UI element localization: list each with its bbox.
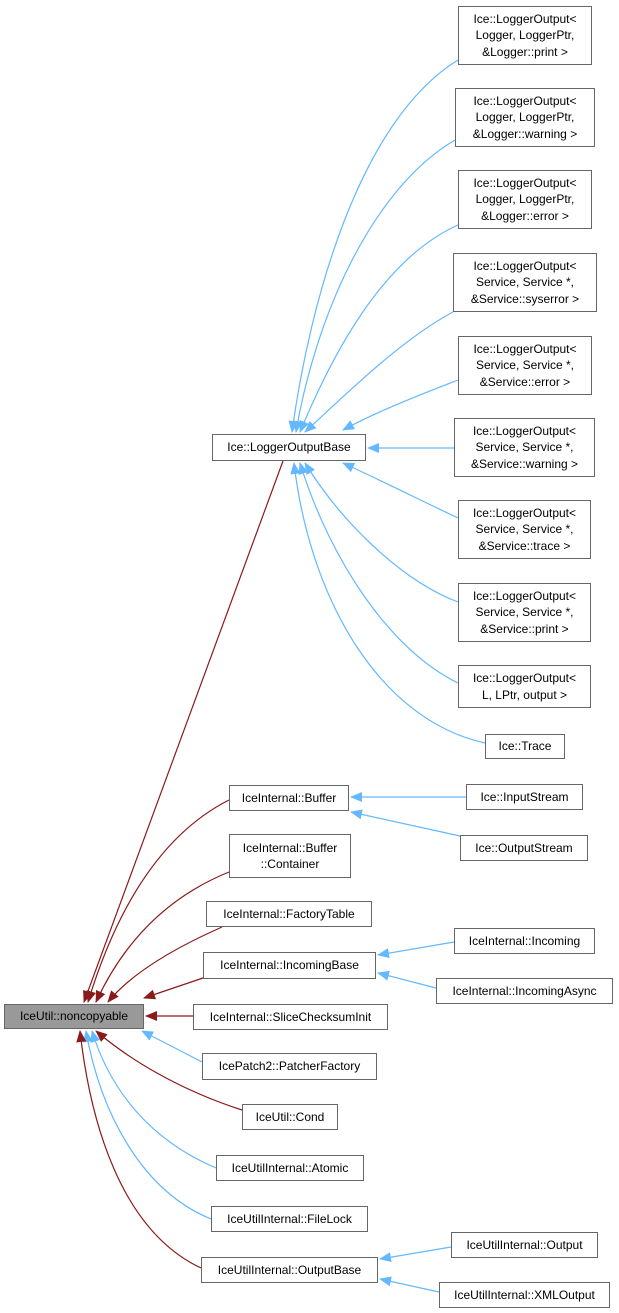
edge-lo-logger-print	[288, 59, 459, 433]
edge-buffer-root	[86, 799, 230, 1003]
edge-incomingasync	[377, 970, 437, 989]
edge-buffercontainer-root	[95, 871, 230, 1003]
node-iceinternal-factorytable[interactable]: IceInternal::FactoryTable	[206, 901, 372, 927]
node-loggeroutput-l-lptr[interactable]: Ice::LoggerOutput< L, LPtr, output >	[458, 665, 591, 708]
node-iceutilinternal-atomic[interactable]: IceUtilInternal::Atomic	[216, 1155, 364, 1181]
edge-xmloutput	[379, 1276, 440, 1293]
edge-filelock	[82, 1030, 212, 1220]
node-iceutil-cond[interactable]: IceUtil::Cond	[242, 1104, 338, 1130]
edge-lo-service-print	[304, 462, 459, 603]
node-loggeroutput-logger-warning[interactable]: Ice::LoggerOutput< Logger, LoggerPtr, &L…	[455, 88, 595, 147]
edge-cond-root	[95, 1030, 243, 1111]
edge-lo-service-syserror	[304, 311, 454, 433]
edge-outputbase-root	[76, 1030, 202, 1269]
edge-lo-service-error	[342, 379, 459, 431]
edge-outputstream	[350, 809, 461, 837]
edge-lo-logger-error	[299, 224, 459, 433]
edge-output	[379, 1246, 452, 1263]
edge-lo-logger-warning	[292, 139, 456, 433]
node-loggeroutput-service-print[interactable]: Ice::LoggerOutput< Service, Service *, &…	[458, 583, 591, 642]
node-iceinternal-incomingasync[interactable]: IceInternal::IncomingAsync	[436, 978, 613, 1004]
node-iceinternal-incomingbase[interactable]: IceInternal::IncomingBase	[203, 952, 376, 979]
edge-incomingbase-root	[143, 977, 204, 1000]
node-iceutilinternal-filelock[interactable]: IceUtilInternal::FileLock	[211, 1206, 368, 1232]
node-icepatch2-patcherfactory[interactable]: IcePatch2::PatcherFactory	[202, 1053, 377, 1080]
node-loggeroutput-service-trace[interactable]: Ice::LoggerOutput< Service, Service *, &…	[458, 500, 591, 559]
node-logger-output-base[interactable]: Ice::LoggerOutputBase	[212, 434, 366, 461]
edge-lo-service-trace	[342, 462, 459, 519]
edge-ice-trace	[290, 462, 486, 744]
node-loggeroutput-service-warning[interactable]: Ice::LoggerOutput< Service, Service *, &…	[454, 418, 595, 477]
edge-atomic	[90, 1030, 217, 1169]
edge-factorytable-root	[107, 926, 223, 1003]
node-ice-inputstream[interactable]: Ice::InputStream	[466, 784, 583, 810]
node-loggeroutput-service-syserror[interactable]: Ice::LoggerOutput< Service, Service *, &…	[453, 253, 597, 312]
node-ice-trace[interactable]: Ice::Trace	[485, 734, 565, 759]
node-loggeroutput-service-error[interactable]: Ice::LoggerOutput< Service, Service *, &…	[458, 336, 592, 395]
node-iceinternal-buffer-container[interactable]: IceInternal::Buffer ::Container	[229, 834, 351, 878]
node-iceinternal-buffer[interactable]: IceInternal::Buffer	[229, 785, 349, 811]
edge-lo-l-lptr	[298, 462, 459, 684]
node-iceutilinternal-outputbase[interactable]: IceUtilInternal::OutputBase	[201, 1257, 378, 1283]
edge-loggeroutputbase-root	[83, 460, 284, 1003]
edge-incoming	[377, 941, 455, 959]
node-loggeroutput-logger-print[interactable]: Ice::LoggerOutput< Logger, LoggerPtr, &L…	[458, 6, 592, 65]
node-iceutilinternal-xmloutput[interactable]: IceUtilInternal::XMLOutput	[439, 1282, 610, 1308]
node-iceutil-noncopyable: IceUtil::noncopyable	[4, 1004, 144, 1029]
node-loggeroutput-logger-error[interactable]: Ice::LoggerOutput< Logger, LoggerPtr, &L…	[458, 170, 592, 229]
edge-patcherfactory	[141, 1030, 203, 1063]
node-iceinternal-incoming[interactable]: IceInternal::Incoming	[454, 928, 595, 954]
node-iceinternal-slicechecksuminit[interactable]: IceInternal::SliceChecksumInit	[193, 1004, 388, 1030]
node-iceutilinternal-output[interactable]: IceUtilInternal::Output	[451, 1232, 598, 1258]
node-ice-outputstream[interactable]: Ice::OutputStream	[460, 835, 588, 861]
